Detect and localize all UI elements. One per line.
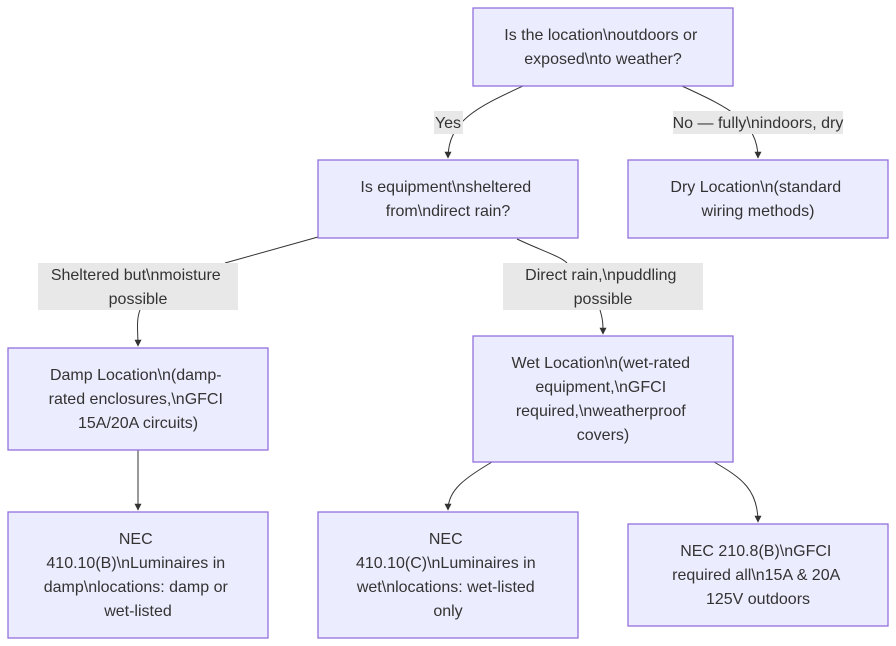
node-wet-location: Wet Location\n(wet-rated equipment,\nGFC…	[472, 335, 734, 463]
node-nec-410-10b: NEC 410.10(B)\nLuminaires in damp\nlocat…	[7, 511, 269, 639]
node-box	[7, 347, 269, 451]
node-sheltered-question: Is equipment\nsheltered from\ndirect rai…	[317, 159, 579, 239]
edge-label-text: Direct rain,\npuddling possible	[525, 267, 681, 308]
edge-label-text: Sheltered but\nmoisture possible	[51, 267, 225, 308]
edge-wet-to-nec-gfci	[713, 461, 762, 523]
node-label: Is the location\noutdoors or exposed\nto…	[504, 27, 701, 68]
edge-wet-to-nec-wet	[444, 461, 493, 511]
edge-label-no-indoors: No — fully\nindoors, dry	[673, 111, 844, 134]
edge-label-background	[38, 263, 238, 310]
edge-label-text: Yes	[435, 115, 461, 132]
node-label: Is equipment\nsheltered from\ndirect rai…	[360, 179, 535, 220]
edge-label-background	[673, 111, 843, 134]
edge-label-yes: Yes	[434, 111, 463, 134]
node-label: NEC 410.10(C)\nLuminaires in wet\nlocati…	[356, 531, 540, 620]
edge-label-background	[434, 111, 463, 134]
node-dry-location: Dry Location\n(standard wiring methods)	[627, 159, 889, 239]
node-label: Wet Location\n(wet-rated equipment,\nGFC…	[512, 355, 695, 444]
edge-sheltered-to-damp	[138, 236, 319, 346]
edge-outdoors-to-sheltered	[444, 85, 524, 159]
node-box	[317, 159, 579, 239]
node-label: NEC 410.10(B)\nLuminaires in damp\nlocat…	[44, 531, 233, 620]
node-outdoors-question: Is the location\noutdoors or exposed\nto…	[472, 7, 734, 87]
edge-label-direct-rain: Direct rain,\npuddling possible	[503, 263, 703, 310]
edge-label-text: No — fully\nindoors, dry	[673, 115, 844, 132]
edges	[138, 85, 762, 523]
edge-label-sheltered-moisture: Sheltered but\nmoisture possible	[38, 263, 238, 310]
edge-sheltered-to-wet	[516, 238, 603, 334]
node-label: NEC 210.8(B)\nGFCI required all\n15A & 2…	[672, 543, 844, 608]
node-box	[627, 523, 889, 627]
node-box	[317, 511, 579, 639]
node-label: Dry Location\n(standard wiring methods)	[670, 179, 845, 220]
node-box	[472, 7, 734, 87]
edge-label-background	[503, 263, 703, 310]
node-label: Damp Location\n(damp- rated enclosures,\…	[49, 367, 228, 432]
node-nec-210-8b: NEC 210.8(B)\nGFCI required all\n15A & 2…	[627, 523, 889, 627]
node-box	[7, 511, 269, 639]
node-damp-location: Damp Location\n(damp- rated enclosures,\…	[7, 347, 269, 451]
node-nec-410-10c: NEC 410.10(C)\nLuminaires in wet\nlocati…	[317, 511, 579, 639]
node-box	[472, 335, 734, 463]
node-box	[627, 159, 889, 239]
